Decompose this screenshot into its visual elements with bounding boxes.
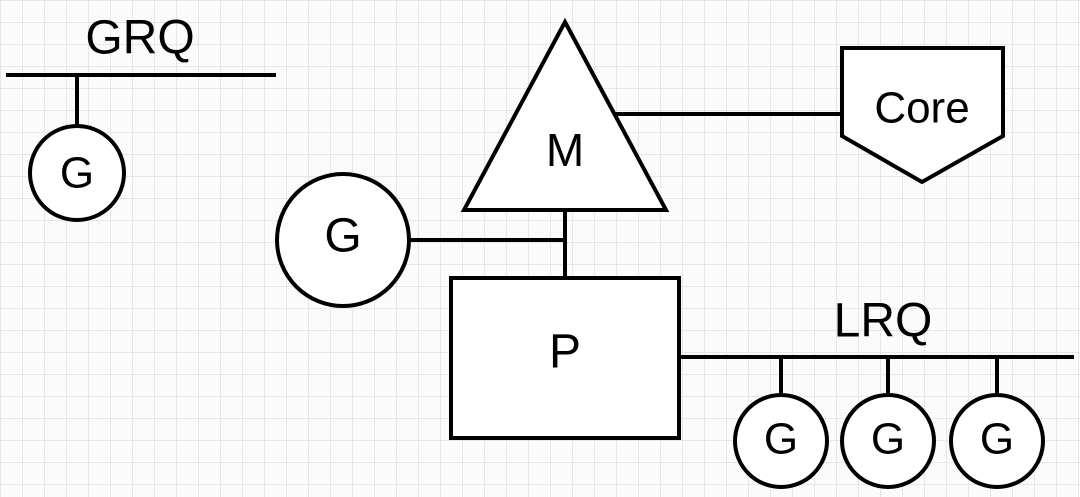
processor-label: P (549, 326, 581, 379)
goroutine-circle (949, 393, 1045, 489)
goroutine-label: G (871, 415, 905, 464)
goroutine-label: G (60, 149, 94, 198)
goroutine-circle (733, 393, 829, 489)
grq-label: GRQ (85, 12, 194, 65)
core-pentagon (840, 46, 1005, 185)
goroutine-circle (275, 172, 411, 308)
running-goroutine: G (275, 172, 411, 308)
global-run-queue: GRQ G (6, 12, 276, 222)
machine-label: M (546, 124, 584, 176)
lrq-goroutine: G (733, 393, 829, 489)
core: Core (840, 46, 1005, 185)
goroutine-circle (840, 393, 936, 489)
machine: M (460, 17, 670, 212)
processor: P (449, 276, 681, 440)
goroutine-label: G (764, 415, 798, 464)
lrq-goroutine: G (840, 393, 936, 489)
goroutine-circle (28, 124, 126, 222)
goroutine-label: G (324, 210, 361, 263)
lrq-goroutine: G (949, 393, 1045, 489)
processor-box (449, 276, 681, 440)
core-label: Core (874, 84, 969, 133)
machine-triangle (460, 17, 670, 212)
goroutine-label: G (980, 415, 1014, 464)
grq-goroutine: G (28, 124, 126, 222)
local-run-queue: LRQ G G G (733, 295, 1045, 489)
lrq-label: LRQ (834, 295, 933, 348)
